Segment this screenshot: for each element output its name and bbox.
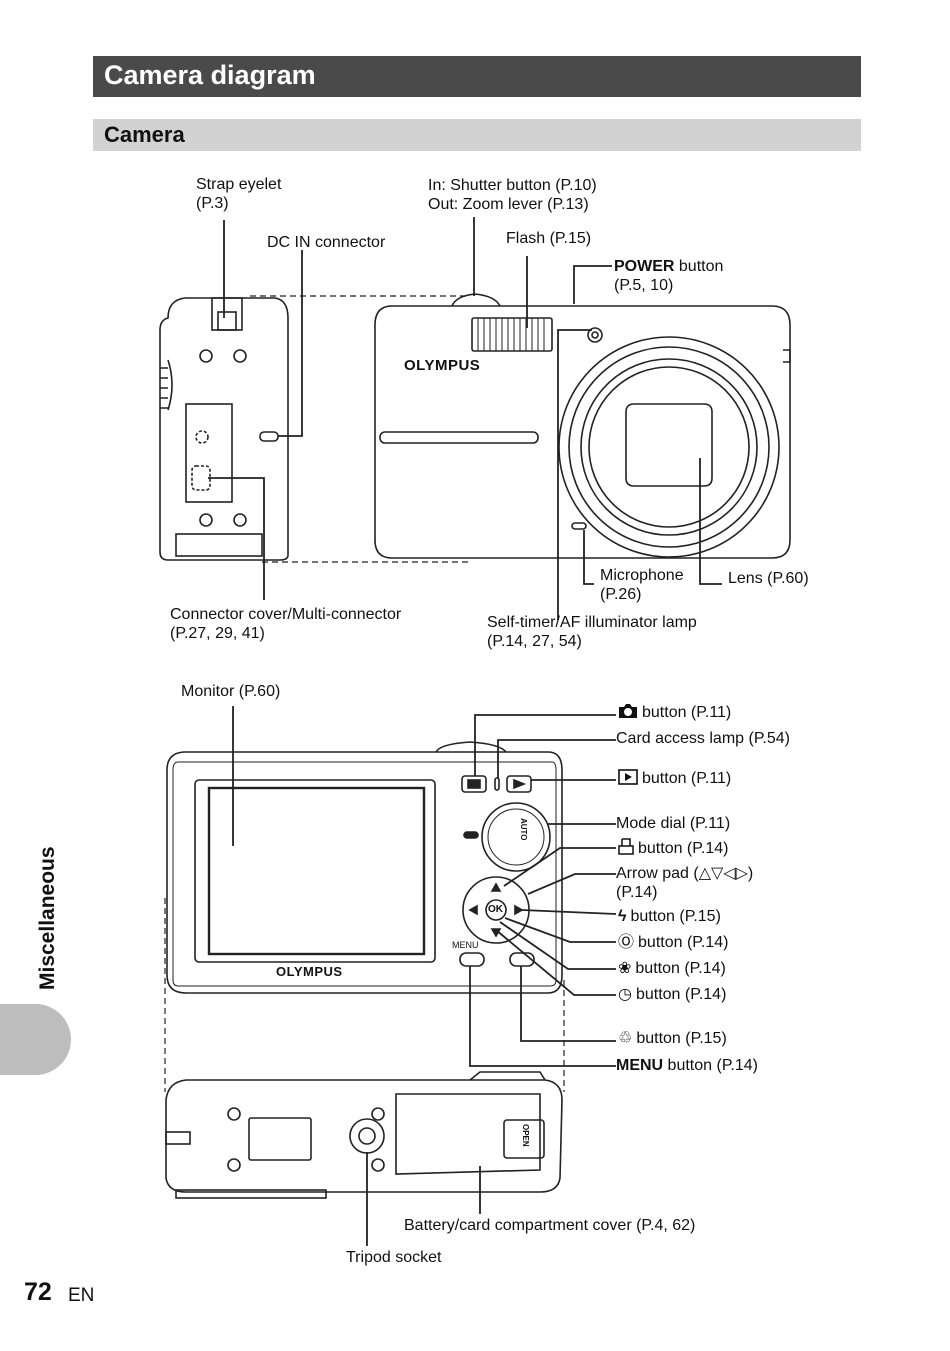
label-selftimer-lamp: Self-timer/AF illuminator lamp (P.14, 27…: [487, 614, 697, 650]
page-title: Camera diagram: [104, 60, 316, 90]
print-icon: [618, 838, 634, 855]
label-flash: Flash (P.15): [506, 230, 592, 247]
label-connector-cover: Connector cover/Multi-connector (P.27, 2…: [170, 606, 402, 642]
label-arrow-pad: Arrow pad (△▽◁▷) (P.14): [616, 865, 754, 901]
page-title-bar: Camera diagram: [93, 56, 861, 97]
label-battery-cover: Battery/card compartment cover (P.4, 62): [404, 1217, 696, 1234]
label-playback-button: button (P.11): [618, 769, 731, 788]
page-number: 72: [24, 1278, 52, 1306]
label-shooting-button: button (P.11): [618, 703, 731, 722]
label-macro-button: ❀button (P.14): [618, 960, 726, 977]
ok-icon: Ⓞ: [618, 934, 635, 951]
section-title: Camera: [104, 122, 185, 147]
label-shutter-zoom: In: Shutter button (P.10) Out: Zoom leve…: [428, 177, 597, 213]
menu-button-marking: MENU: [452, 940, 479, 950]
front-brand-logo: OLYMPUS: [404, 357, 481, 374]
camera-back-view: [166, 741, 563, 994]
mode-dial-auto-marking: AUTO: [519, 818, 528, 841]
camera-front-view: [374, 293, 791, 559]
label-tripod-socket: Tripod socket: [346, 1249, 442, 1266]
section-bar: Camera: [93, 119, 861, 151]
macro-icon: ❀: [618, 960, 632, 977]
back-brand-logo: OLYMPUS: [276, 964, 343, 979]
label-power-button: POWER button (P.5, 10): [614, 258, 724, 294]
page-language: EN: [68, 1285, 95, 1306]
battery-open-marking: OPEN: [521, 1124, 530, 1147]
label-card-access-lamp: Card access lamp (P.54): [616, 730, 790, 747]
label-strap-eyelet: Strap eyelet (P.3): [196, 176, 282, 212]
label-microphone: Microphone (P.26): [600, 567, 684, 603]
selftimer-icon: ◷: [618, 986, 632, 1003]
flash-icon: ϟ: [618, 908, 627, 925]
label-print-button: button (P.14): [618, 838, 728, 858]
label-erase-button: ♲button (P.15): [618, 1030, 727, 1047]
ok-button-marking: OK: [488, 904, 503, 915]
label-lens: Lens (P.60): [728, 570, 809, 587]
side-tab-marker: [0, 1004, 71, 1075]
label-menu-button: MENU button (P.14): [616, 1057, 758, 1074]
label-selftimer-button: ◷button (P.14): [618, 986, 727, 1003]
label-dc-in: DC IN connector: [267, 234, 386, 251]
camera-side-view: [159, 297, 289, 561]
camera-bottom-view: [165, 1071, 563, 1199]
label-monitor: Monitor (P.60): [181, 683, 281, 700]
playback-icon: [618, 769, 638, 785]
erase-icon: ♲: [618, 1030, 633, 1047]
label-mode-dial: Mode dial (P.11): [616, 815, 731, 832]
camera-icon: [619, 704, 637, 718]
